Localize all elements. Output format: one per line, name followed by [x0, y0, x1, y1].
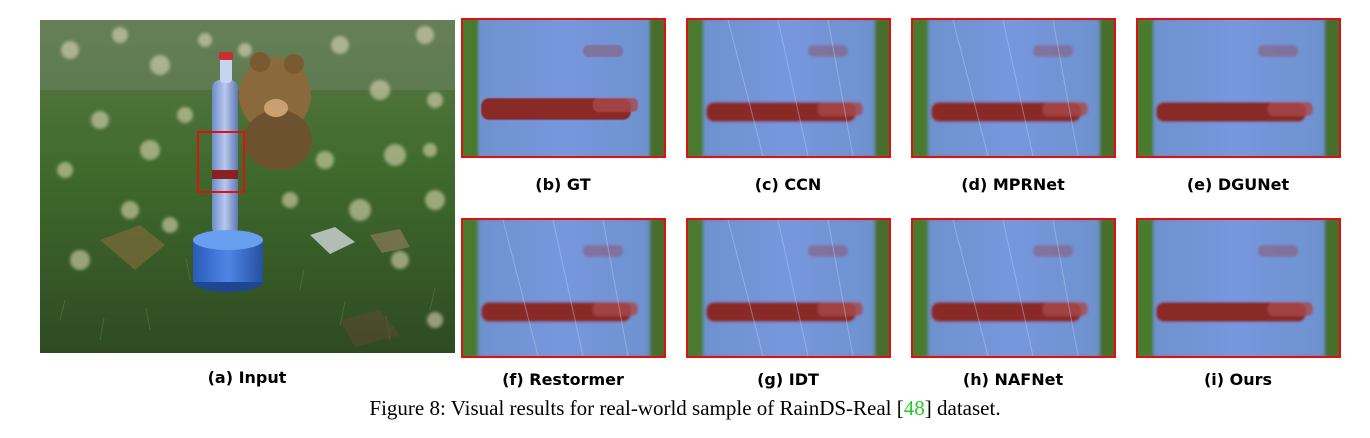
figure-caption-text: Visual results for real-world sample of …: [450, 396, 904, 420]
crop-caption-mprnet: (d) MPRNet: [961, 175, 1065, 194]
crop-texture: [688, 20, 889, 156]
crop-caption-dgunet: (e) DGUNet: [1186, 175, 1290, 194]
crop-caption-gt: (b) GT: [535, 175, 591, 194]
figure-label: Figure 8:: [369, 396, 446, 420]
crop-caption-restormer: (f) Restormer: [502, 370, 624, 389]
crop-texture: [1138, 20, 1339, 156]
crop-texture: [463, 220, 664, 356]
crop-texture: [913, 20, 1114, 156]
input-caption: (a) Input: [207, 368, 287, 387]
crop-panel-dgunet: [1136, 18, 1341, 158]
crop-caption-nafnet: (h) NAFNet: [962, 370, 1064, 389]
crop-panel-mprnet: [911, 18, 1116, 158]
figure-caption-end: ] dataset.: [924, 396, 1001, 420]
crop-caption-ccn: (c) CCN: [754, 175, 822, 194]
input-image: [40, 20, 455, 353]
crop-texture: [1138, 220, 1339, 356]
crop-panel-gt: [461, 18, 666, 158]
figure-caption: Figure 8: Visual results for real-world …: [0, 396, 1370, 421]
crop-texture: [463, 20, 664, 156]
crop-texture: [688, 220, 889, 356]
crop-caption-ours: (i) Ours: [1203, 370, 1273, 389]
crop-panel-ours: [1136, 218, 1341, 358]
crop-panel-ccn: [686, 18, 891, 158]
highlight-box: [197, 131, 245, 193]
input-scene-graphic: [40, 20, 455, 353]
crop-caption-idt: (g) IDT: [757, 370, 819, 389]
crop-panel-nafnet: [911, 218, 1116, 358]
crop-texture: [913, 220, 1114, 356]
crop-panel-idt: [686, 218, 891, 358]
citation-link[interactable]: 48: [903, 396, 925, 420]
crop-panel-restormer: [461, 218, 666, 358]
